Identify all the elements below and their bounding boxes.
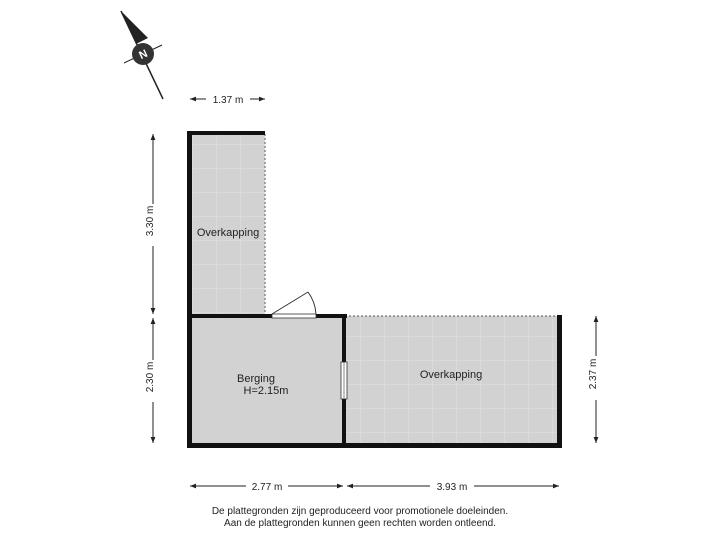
room-label-overkapping-right: Overkapping [420,369,482,381]
dimension-right: 2.37 m [588,316,599,443]
dimension-left-lower: 2.30 m [145,318,156,443]
dimension-bottom-left: 2.77 m [190,482,343,493]
dimension-left-lower-label: 2.30 m [145,362,156,393]
walls [187,131,562,448]
door [271,291,317,319]
room-label-berging: Berging [237,373,275,385]
disclaimer-line-1: De plattegronden zijn geproduceerd voor … [211,506,509,517]
dimension-bottom-left-label: 2.77 m [252,482,283,493]
room-height-berging: H=2.15m [244,385,289,397]
disclaimer-line-2: Aan de plattegronden kunnen geen rechten… [224,518,496,529]
dimension-left-upper: 3.30 m [145,134,156,314]
dimension-top: 1.37 m [190,95,265,106]
dimension-top-label: 1.37 m [213,95,244,106]
floor-overkapping-left [190,133,265,316]
window [340,361,348,400]
room-label-overkapping-left: Overkapping [197,227,259,239]
compass-north-icon: N [120,10,164,100]
dimension-bottom-right-label: 3.93 m [437,482,468,493]
floor-berging [190,316,345,444]
floor-overkapping-right [345,316,559,444]
dimension-left-upper-label: 3.30 m [145,206,156,237]
dimension-bottom-right: 3.93 m [347,482,559,493]
dimension-right-label: 2.37 m [588,359,599,390]
